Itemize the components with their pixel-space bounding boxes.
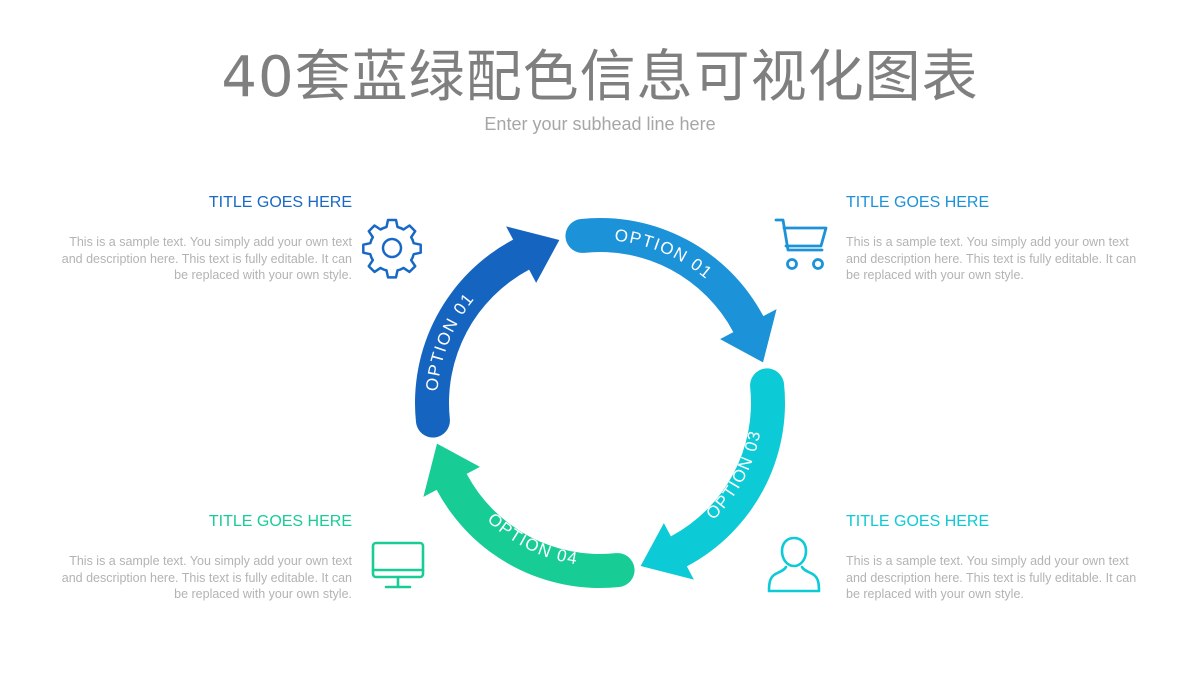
shopping-cart-icon <box>774 218 828 270</box>
block-title: TITLE GOES HERE <box>846 513 990 530</box>
info-block-top-left: TITLE GOES HERE This is a sample text. Y… <box>52 194 352 284</box>
block-description: This is a sample text. You simply add yo… <box>61 554 352 601</box>
page-title: 40套蓝绿配色信息可视化图表 <box>221 45 979 110</box>
block-title: TITLE GOES HERE <box>846 194 990 211</box>
block-title: TITLE GOES HERE <box>208 513 352 530</box>
cycle-arrow-2 <box>565 217 777 363</box>
cycle-arrow-3 <box>640 368 786 580</box>
user-icon <box>767 536 821 593</box>
cycle-arrow-4 <box>423 443 635 588</box>
info-block-top-right: TITLE GOES HERE This is a sample text. Y… <box>846 194 1146 284</box>
info-block-bottom-right: TITLE GOES HERE This is a sample text. Y… <box>846 513 1146 603</box>
block-description: This is a sample text. You simply add yo… <box>846 554 1137 601</box>
cycle-arrow-1 <box>415 226 560 438</box>
block-title: TITLE GOES HERE <box>208 194 352 211</box>
page-subhead: Enter your subhead line here <box>484 114 716 134</box>
block-description: This is a sample text. You simply add yo… <box>846 235 1137 282</box>
block-description: This is a sample text. You simply add yo… <box>61 235 352 282</box>
info-block-bottom-left: TITLE GOES HERE This is a sample text. Y… <box>52 513 352 603</box>
monitor-icon <box>371 541 425 589</box>
gear-icon <box>362 218 422 279</box>
